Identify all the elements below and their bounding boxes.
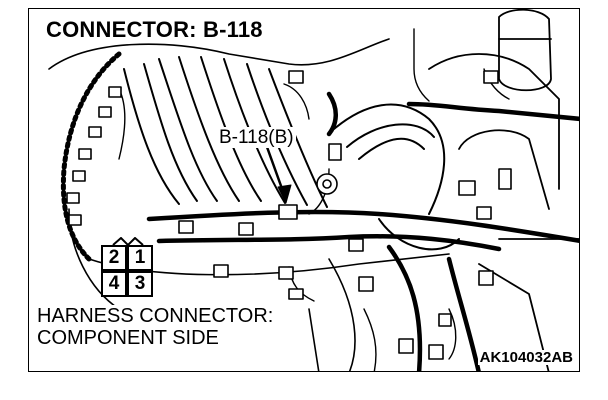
small-connectors xyxy=(66,70,512,360)
air-intake-hose xyxy=(333,103,460,251)
harness-connector-caption: HARNESS CONNECTOR: COMPONENT SIDE xyxy=(35,305,276,349)
connector-callout-label: B-118(B) xyxy=(217,127,296,148)
connector-title: CONNECTOR: B-118 xyxy=(43,19,266,41)
left-wire-loom xyxy=(60,51,122,262)
connector-lock-tab xyxy=(112,237,144,245)
pin-1: 1 xyxy=(127,245,153,271)
figure-code: AK104032AB xyxy=(477,349,575,366)
intake-runners xyxy=(123,56,328,208)
engine-harness-drawing xyxy=(48,9,579,371)
pin-2: 2 xyxy=(101,245,127,271)
pin-4: 4 xyxy=(101,271,127,297)
harness-connector-pinout: 2 1 4 3 xyxy=(101,237,155,297)
wire-harness-main xyxy=(146,91,579,371)
harness-caption-line-2: COMPONENT SIDE xyxy=(37,327,219,349)
diagram-frame: CONNECTOR: B-118 B-118(B) 2 1 4 3 HARNES… xyxy=(28,8,580,372)
harness-caption-line-1: HARNESS CONNECTOR: xyxy=(37,305,274,327)
pin-3: 3 xyxy=(127,271,153,297)
callout-arrow-head xyxy=(277,184,292,204)
